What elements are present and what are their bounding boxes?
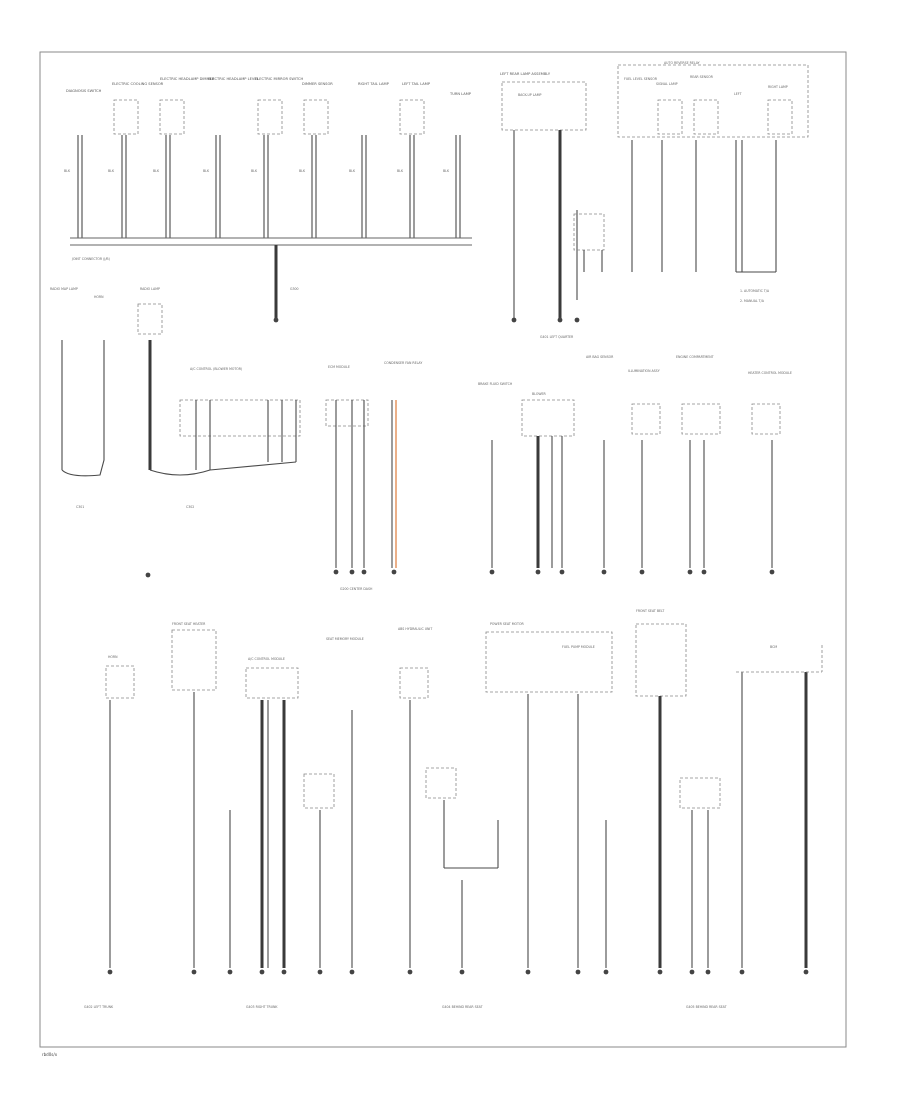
connector-label: C302: [186, 505, 194, 509]
side-module-label: ECM MODULE: [328, 365, 350, 369]
component-label: LEFT: [734, 92, 742, 96]
component-label: POWER SEAT MOTOR: [490, 622, 524, 626]
component-label: BRAKE FLUID SWITCH: [478, 382, 513, 386]
middle-right-block: BRAKE FLUID SWITCH BLOWER AIR BAG SENSOR…: [478, 355, 792, 575]
top-center-right-block: LEFT REAR LAMP ASSEMBLY BACK-UP LAMP G40…: [500, 72, 605, 339]
wire-tag: BLK: [299, 169, 306, 173]
ground-caption: G401 LEFT QUARTER: [540, 335, 574, 339]
component-label: SIGNAL LAMP: [656, 82, 678, 86]
wire-tag: BLK: [108, 169, 115, 173]
wire-tag: BLK: [349, 169, 356, 173]
component-label: FUEL LEVEL SENSOR: [624, 77, 658, 81]
bottom-block: HORN FRONT SEAT HEATER A/C CONTROL MODUL…: [84, 609, 823, 1009]
component-label: HEATER CONTROL MODULE: [748, 371, 792, 375]
relay-box: [617, 64, 809, 138]
module-label: BACK-UP LAMP: [518, 93, 541, 97]
wire-tag: BLK: [251, 169, 258, 173]
component-label: BLOWER: [532, 392, 547, 396]
component-label: SEAT MEMORY MODULE: [326, 637, 364, 641]
module-label: A/C CONTROL (BLOWER MOTOR): [190, 367, 242, 371]
component-label: ABS HYDRAULIC UNIT: [398, 627, 432, 631]
label-right-tail-lamp: RIGHT TAIL LAMP: [358, 82, 390, 86]
connector-label: C301: [76, 505, 84, 509]
ground-symbol: [273, 317, 279, 323]
component-label: FUEL PUMP MODULE: [562, 645, 595, 649]
wire-tag: BLK: [64, 169, 71, 173]
component-label: A/C CONTROL MODULE: [248, 657, 285, 661]
ground-caption: G200 CENTER DASH: [340, 587, 373, 591]
component-label: RADIO LAMP: [140, 287, 160, 291]
component-box: [257, 99, 283, 135]
ground-caption: G403 RIGHT TRUNK: [246, 1005, 278, 1009]
label-cooling-sensor: ELECTRIC COOLING SENSOR: [112, 82, 164, 86]
component-label: HORN: [108, 655, 118, 659]
block-title: AUTO REVERSE RELAY: [664, 61, 700, 65]
component-label: RADIO MAP LAMP: [50, 287, 78, 291]
wire-tag: BLK: [153, 169, 160, 173]
ground-caption: G404 BEHIND REAR SEAT: [442, 1005, 483, 1009]
ground-label: G300: [290, 287, 299, 291]
ground-caption: G405 BEHIND REAR SEAT: [686, 1005, 727, 1009]
legend-item: 1. AUTOMATIC T/A: [740, 289, 770, 293]
page-reference: rbd0s/x: [42, 1052, 58, 1057]
component-box: [159, 99, 185, 135]
component-box: [399, 99, 425, 135]
component-label: FRONT SEAT BELT: [636, 609, 664, 613]
component-label: REAR SENSOR: [690, 75, 714, 79]
label-turn-lamp: TURN LAMP: [449, 92, 472, 96]
label-dimmer-sensor: DIMMER SENSOR: [302, 82, 333, 86]
component-label: HORN: [94, 295, 104, 299]
component-label: BCM: [770, 645, 777, 649]
component-label: AIR BAG SENSOR: [586, 355, 614, 359]
middle-left-block: RADIO MAP LAMP HORN RADIO LAMP C301 C302…: [50, 287, 422, 591]
top-left-block: DIAGNOSIS SWITCH ELECTRIC COOLING SENSOR…: [64, 77, 472, 323]
component-label: RIGHT LAMP: [768, 85, 788, 89]
block-title: LEFT REAR LAMP ASSEMBLY: [500, 72, 551, 76]
aux-label: CONDENSER FAN RELAY: [384, 361, 422, 365]
component-label: ILLUMINATION ASSY: [628, 369, 660, 373]
wire-tag: BLK: [443, 169, 450, 173]
component-label: FRONT SEAT HEATER: [172, 622, 206, 626]
component-box: [303, 99, 329, 135]
component-box: [113, 99, 139, 135]
legend-item: 2. MANUAL T/A: [740, 299, 765, 303]
diagram-frame: [39, 51, 847, 1048]
label-mirror-switch: ELECTRIC MIRROR SWITCH: [255, 77, 303, 81]
label-headlamp-dimmer: ELECTRIC HEADLAMP DIMMER: [160, 77, 215, 81]
label-left-tail-lamp: LEFT TAIL LAMP: [402, 82, 431, 86]
ground-caption: G402 LEFT TRUNK: [84, 1005, 114, 1009]
label-headlamp-level: ELECTRIC HEADLAMP LEVEL: [208, 77, 259, 81]
component-label: ENGINE COMPARTMENT: [676, 355, 714, 359]
wire-tag: BLK: [397, 169, 404, 173]
label-diagnosis-switch: DIAGNOSIS SWITCH: [66, 89, 102, 93]
bus-label: JOINT CONNECTOR (J/B): [71, 257, 110, 261]
wire-tag: BLK: [203, 169, 210, 173]
module-box: [501, 81, 587, 131]
top-right-block: AUTO REVERSE RELAY FUEL LEVEL SENSOR SIG…: [617, 61, 809, 303]
